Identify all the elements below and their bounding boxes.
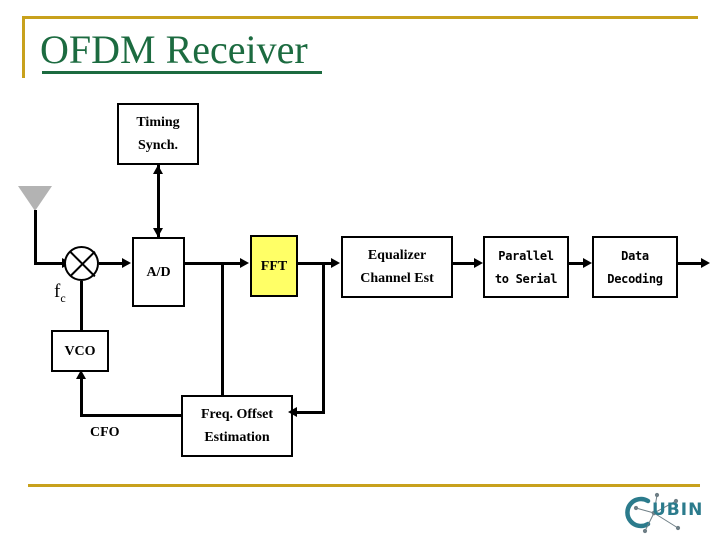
fft-tap-down-line — [322, 262, 325, 414]
page-title-underline — [42, 71, 322, 74]
block-data-decoding[interactable]: Data Decoding — [592, 236, 678, 298]
fft-tap-into-freq-offset-arrow — [288, 407, 297, 417]
antenna-icon — [18, 186, 52, 211]
p2s-to-data-decoding-line — [569, 262, 586, 265]
cfo-label: CFO — [90, 425, 120, 440]
gold-bottom-rule — [28, 484, 700, 487]
block-p2s-line1: Parallel — [498, 248, 554, 263]
cubin-logo-text: UBIN — [652, 500, 704, 520]
data-decoding-output-arrow — [701, 258, 710, 268]
gold-left-rule — [22, 16, 25, 78]
block-freq-offset-line1: Freq. Offset — [200, 407, 274, 422]
carrier-frequency-label: fc — [54, 281, 66, 306]
data-decoding-output-line — [678, 262, 704, 265]
block-timing-synch-line1: Timing — [136, 115, 180, 130]
cfo-vertical-line — [80, 378, 83, 417]
block-fft[interactable]: FFT — [250, 235, 298, 297]
block-vco-label: VCO — [64, 343, 96, 359]
block-timing-synch[interactable]: Timing Synch. — [117, 103, 199, 165]
mixer-to-ad-arrow — [122, 258, 131, 268]
block-p2s-line2: to Serial — [494, 271, 558, 286]
equalizer-to-p2s-arrow — [474, 258, 483, 268]
mixer-icon — [64, 246, 99, 281]
block-data-decoding-line2: Decoding — [607, 271, 663, 286]
fft-to-equalizer-arrow — [331, 258, 340, 268]
ad-to-fft-arrow — [240, 258, 249, 268]
block-equalizer-line2: Channel Est — [360, 271, 434, 286]
fc-subscript: c — [60, 290, 66, 305]
timing-synch-down-arrow — [153, 228, 163, 237]
page-title: OFDM Receiver — [40, 27, 308, 72]
cubin-logo-graphic — [625, 492, 681, 534]
cfo-to-vco-arrow — [76, 370, 86, 379]
timing-synch-up-arrow — [153, 165, 163, 174]
block-freq-offset-estimation[interactable]: Freq. Offset Estimation — [181, 395, 293, 457]
block-ad-label: A/D — [146, 264, 171, 280]
fft-tap-left-line — [296, 411, 325, 414]
cubin-logo: UBIN — [614, 492, 712, 536]
cfo-horizontal-line — [80, 414, 181, 417]
gold-top-rule — [22, 16, 698, 19]
fft-to-equalizer-line — [298, 262, 333, 265]
ad-tap-to-freq-offset-line — [221, 262, 224, 395]
block-timing-synch-line2: Synch. — [137, 138, 179, 153]
fc-symbol: f — [54, 281, 61, 302]
p2s-to-data-decoding-arrow — [583, 258, 592, 268]
block-data-decoding-line1: Data — [621, 248, 649, 263]
equalizer-to-p2s-line — [453, 262, 477, 265]
timing-synch-ad-link — [157, 165, 160, 237]
antenna-to-mixer-line — [34, 262, 64, 265]
block-equalizer[interactable]: Equalizer Channel Est — [341, 236, 453, 298]
antenna-mast-line — [34, 210, 37, 262]
ad-to-fft-line — [185, 262, 242, 265]
block-equalizer-line1: Equalizer — [367, 248, 427, 263]
block-parallel-to-serial[interactable]: Parallel to Serial — [483, 236, 569, 298]
block-freq-offset-line2: Estimation — [204, 430, 270, 445]
block-fft-label: FFT — [260, 258, 288, 274]
vco-to-mixer-line — [80, 281, 83, 330]
block-vco[interactable]: VCO — [51, 330, 109, 372]
mixer-to-ad-line — [99, 262, 124, 265]
block-ad[interactable]: A/D — [132, 237, 185, 307]
